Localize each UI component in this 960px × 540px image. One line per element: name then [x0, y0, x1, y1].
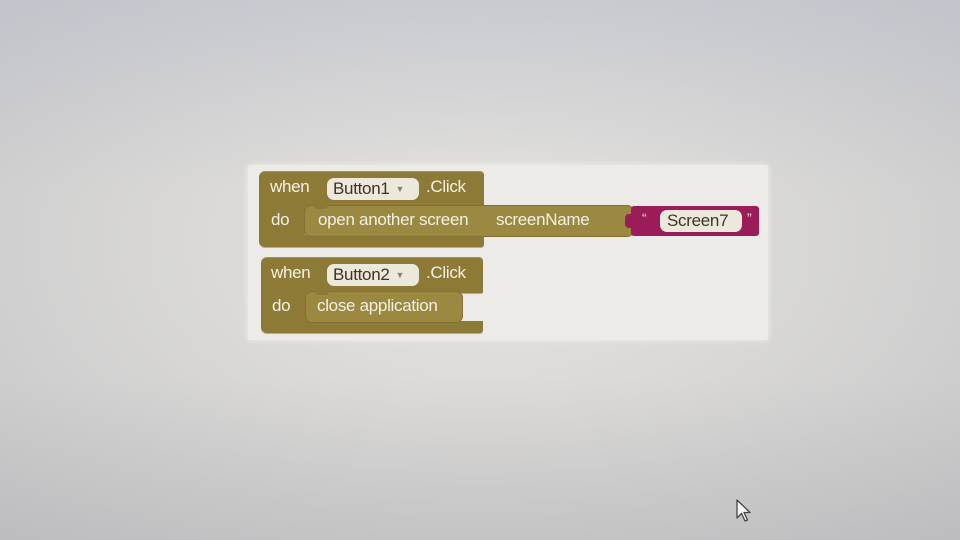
statement-notch [315, 290, 329, 295]
open-quote: “ [642, 210, 647, 226]
event-block-arm [261, 287, 307, 327]
close-application-label: close application [317, 296, 438, 315]
component-dropdown-button1[interactable]: Button1 ▼ [327, 178, 419, 200]
event-name: .Click [426, 263, 466, 282]
dropdown-caret-icon: ▼ [395, 270, 405, 280]
close-application-block[interactable]: close application [305, 290, 463, 323]
blocks-workspace[interactable]: when Button1 ▼ .Click do open another sc… [248, 165, 768, 340]
dropdown-caret-icon: ▼ [395, 184, 405, 194]
event-block-footer [261, 321, 483, 333]
component-dropdown-button2[interactable]: Button2 ▼ [327, 264, 419, 286]
text-value-field[interactable]: Screen7 [660, 210, 742, 232]
component-name: Button2 [333, 265, 390, 284]
mouse-pointer-icon [736, 499, 751, 522]
screen-name-param-label: screenName [496, 210, 590, 229]
component-name: Button1 [333, 179, 390, 198]
open-another-screen-block[interactable]: open another screen screenName [304, 204, 634, 237]
open-another-screen-label: open another screen [318, 210, 469, 229]
do-label: do [272, 296, 291, 315]
statement-notch [314, 204, 328, 209]
when-label: when [270, 177, 310, 196]
close-quote: ” [747, 210, 752, 226]
text-string-block[interactable]: “ Screen7 ” [625, 206, 759, 236]
when-label: when [271, 263, 311, 282]
do-label: do [271, 210, 290, 229]
text-block-plug [625, 214, 632, 228]
event-name: .Click [426, 177, 466, 196]
event-block-footer [259, 235, 484, 247]
event-block-arm [259, 201, 305, 241]
